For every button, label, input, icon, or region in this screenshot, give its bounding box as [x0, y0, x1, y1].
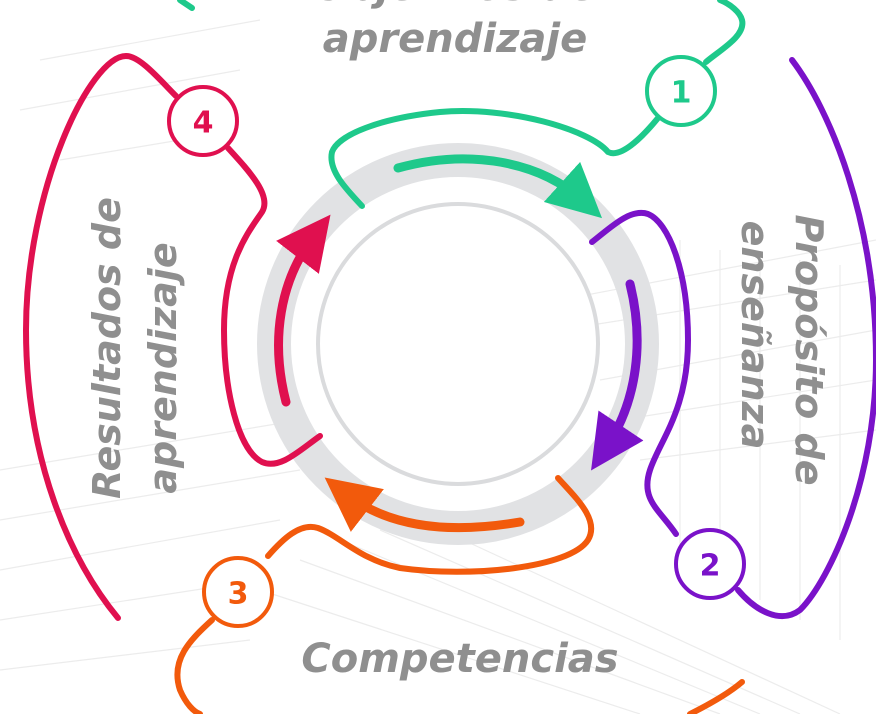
step-1-badge [645, 55, 717, 127]
step-3-group: 3 Competencias [174, 475, 745, 714]
step-4-group: 4 Resultados de aprendizaje [22, 52, 331, 621]
step-2-number: 2 [700, 549, 721, 584]
step-3-title-line1: Competencias [301, 636, 618, 682]
step-2-badge [674, 528, 746, 600]
step-3-arrow [324, 477, 525, 533]
step-2-group: 2 Propósito de enseñanza [589, 57, 876, 619]
step-3-badge [202, 556, 274, 628]
step-1-title-line1: Objetivos de [313, 0, 596, 10]
step-1-title-line2: aprendizaje [323, 16, 587, 62]
step-4-title-line2: aprendizaje [141, 242, 185, 493]
step-1-number: 1 [671, 76, 692, 111]
inner-white-disc [316, 202, 600, 486]
step-1-group: 1 Objetivos de aprendizaje [177, 0, 746, 219]
step-2-arrow [591, 279, 644, 471]
step-4-number: 4 [193, 106, 214, 141]
step-1-arrow [393, 154, 603, 219]
step-4-arrow [274, 214, 331, 407]
step-3-connector-line [174, 475, 745, 714]
step-1-connector-line [328, 0, 746, 209]
step-2-connector-line [589, 57, 876, 619]
step-1-connector-tail [177, 0, 195, 11]
step-4-connector-line [22, 52, 323, 621]
step-4-title-line1: Resultados de [85, 197, 129, 499]
step-4-badge [167, 85, 239, 157]
step-2-title-line1: Propósito de [787, 215, 831, 486]
step-3-number: 3 [228, 577, 249, 612]
step-2-title-line2: enseñanza [733, 221, 777, 450]
